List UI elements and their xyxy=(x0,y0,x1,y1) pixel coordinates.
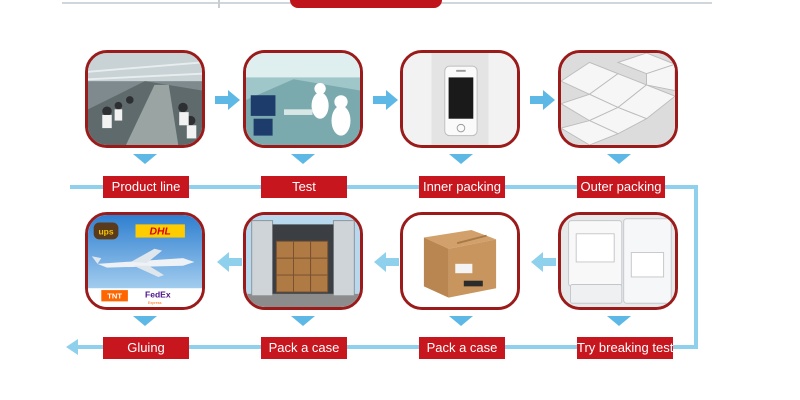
step-label-try-breaking-test: Try breaking test xyxy=(577,337,673,359)
pointer-down-icon xyxy=(449,316,473,326)
pointer-down-icon xyxy=(291,154,315,164)
test-photo xyxy=(243,50,363,148)
step-label-outer-packing: Outer packing xyxy=(577,176,665,198)
pointer-down-icon xyxy=(133,316,157,326)
container-photo xyxy=(243,212,363,310)
step-label-test: Test xyxy=(261,176,347,198)
inner-packing-photo xyxy=(400,50,520,148)
step-label-pack-a-case-2: Pack a case xyxy=(419,337,505,359)
arrow-right-icon xyxy=(373,90,399,110)
flow-line-top xyxy=(70,185,698,189)
gluing-photo: ups DHL TNT FedEx Express xyxy=(85,212,205,310)
flow-line-bottom xyxy=(78,345,698,349)
arrow-right-icon xyxy=(215,90,241,110)
pointer-down-icon xyxy=(449,154,473,164)
ups-logo-text: ups xyxy=(98,227,113,237)
fedex-logo-text: FedEx xyxy=(145,290,171,300)
carton-photo xyxy=(400,212,520,310)
flow-line-right-vertical xyxy=(694,185,698,349)
product-line-photo xyxy=(85,50,205,148)
pointer-down-icon xyxy=(133,154,157,164)
step-label-product-line: Product line xyxy=(103,176,189,198)
arrow-left-icon xyxy=(373,252,399,272)
step-label-inner-packing: Inner packing xyxy=(419,176,505,198)
outer-packing-photo xyxy=(558,50,678,148)
arrow-left-icon xyxy=(216,252,242,272)
tnt-logo-text: TNT xyxy=(107,292,122,301)
top-title-tab xyxy=(290,0,442,8)
pointer-down-icon xyxy=(291,316,315,326)
step-label-pack-a-case: Pack a case xyxy=(261,337,347,359)
step-label-gluing: Gluing xyxy=(103,337,189,359)
flow-end-arrow-icon xyxy=(66,339,78,355)
pointer-down-icon xyxy=(607,316,631,326)
pointer-down-icon xyxy=(607,154,631,164)
try-breaking-test-photo xyxy=(558,212,678,310)
arrow-left-icon xyxy=(530,252,556,272)
dhl-logo-text: DHL xyxy=(149,227,170,238)
arrow-right-icon xyxy=(530,90,556,110)
top-divider-tick xyxy=(218,0,220,8)
fedex-express-text: Express xyxy=(148,301,162,305)
